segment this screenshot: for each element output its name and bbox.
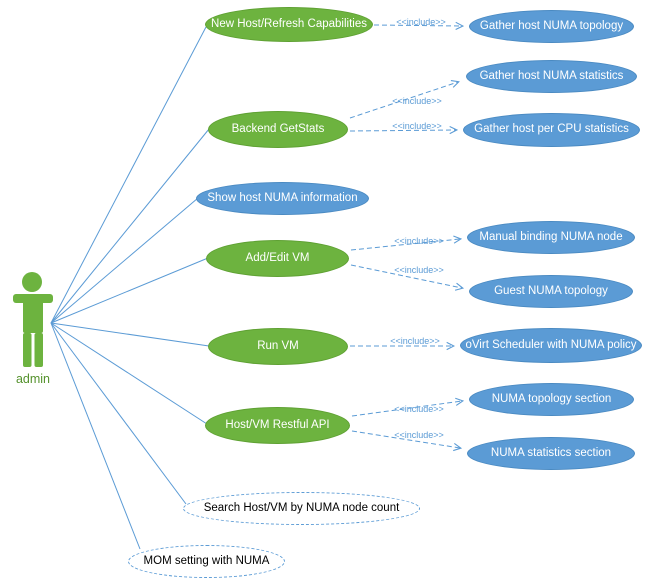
usecase-label: MOM setting with NUMA [143, 554, 270, 567]
usecase-show-host-numa-information: Show host NUMA information [196, 182, 369, 215]
usecase-label: oVirt Scheduler with NUMA policy [465, 338, 637, 351]
usecase-label: New Host/Refresh Capabilities [211, 17, 367, 30]
usecase-numa-topology-section: NUMA topology section [469, 383, 634, 416]
association-line [50, 322, 210, 347]
usecase-manual-binding-numa-node: Manual binding NUMA node [467, 221, 635, 254]
include-arrow [351, 401, 462, 417]
usecase-label: NUMA topology section [491, 392, 612, 405]
include-label-7: <<include>> [394, 430, 444, 440]
association-line [50, 322, 208, 425]
usecase-label: Backend GetStats [231, 122, 325, 135]
usecase-label: Gather host per CPU statistics [474, 123, 629, 136]
usecase-label: Guest NUMA topology [494, 284, 608, 297]
usecase-search-host-vm-by-numa-node-count: Search Host/VM by NUMA node count [183, 492, 420, 525]
usecase-label: Search Host/VM by NUMA node count [203, 501, 400, 514]
usecase-ovirt-scheduler-with-numa-policy: oVirt Scheduler with NUMA policy [460, 328, 642, 363]
include-label-6: <<include>> [394, 404, 444, 414]
include-arrow [349, 82, 458, 119]
association-line [50, 197, 199, 324]
usecase-label: Show host NUMA information [207, 191, 358, 204]
usecase-numa-statistics-section: NUMA statistics section [467, 437, 635, 470]
usecase-gather-host-per-cpu-statistics: Gather host per CPU statistics [463, 113, 640, 147]
include-arrow [349, 130, 456, 131]
actor-admin-icon [13, 272, 53, 367]
include-arrow [350, 264, 462, 288]
include-arrow [351, 430, 460, 448]
usecase-label: Host/VM Restful API [225, 418, 330, 431]
usecase-label: Add/Edit VM [245, 251, 310, 264]
usecase-add-edit-vm: Add/Edit VM [206, 240, 349, 277]
usecase-backend-getstats: Backend GetStats [208, 111, 348, 148]
association-line [50, 322, 141, 550]
usecase-label: Gather host NUMA statistics [479, 69, 624, 82]
usecase-gather-host-numa-statistics: Gather host NUMA statistics [466, 60, 637, 93]
include-label-5: <<include>> [390, 336, 440, 346]
usecase-new-host-refresh-capabilities: New Host/Refresh Capabilities [205, 7, 373, 42]
association-line [50, 26, 207, 324]
usecase-run-vm: Run VM [208, 328, 348, 365]
association-line [50, 322, 187, 505]
include-arrows [349, 25, 462, 448]
usecase-label: Manual binding NUMA node [479, 230, 623, 243]
include-label-3: <<include>> [394, 236, 444, 246]
actor-name-label: admin [15, 372, 51, 386]
include-label-2: <<include>> [392, 121, 442, 131]
include-arrow [373, 25, 462, 26]
usecase-label: Gather host NUMA topology [479, 19, 624, 32]
association-line [50, 257, 209, 324]
usecase-gather-host-numa-topology: Gather host NUMA topology [469, 10, 634, 43]
usecase-guest-numa-topology: Guest NUMA topology [469, 275, 633, 308]
include-arrow [350, 239, 460, 251]
include-label-0: <<include>> [396, 17, 446, 27]
usecase-label: Run VM [257, 339, 299, 352]
usecase-host-vm-restful-api: Host/VM Restful API [205, 407, 350, 444]
actor-association-lines [50, 26, 210, 550]
association-line [50, 128, 210, 324]
include-label-1: <<include>> [392, 96, 442, 106]
usecase-label: NUMA statistics section [490, 446, 612, 459]
include-label-4: <<include>> [394, 265, 444, 275]
usecase-mom-setting-with-numa: MOM setting with NUMA [128, 545, 285, 578]
